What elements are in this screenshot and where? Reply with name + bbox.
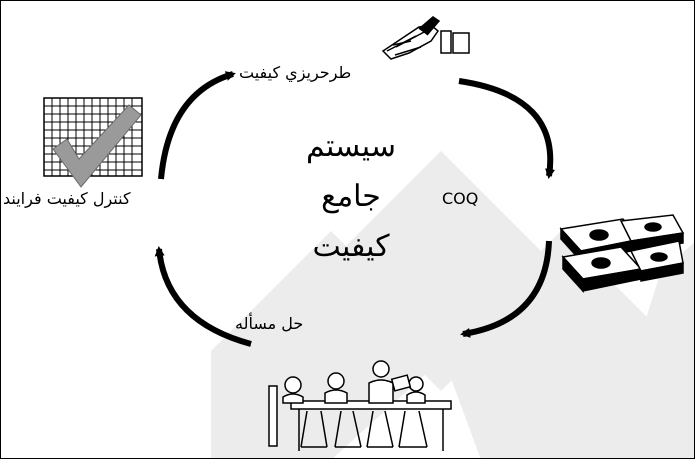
center-title-line1: سيستم xyxy=(306,129,396,164)
meeting-table-icon xyxy=(268,360,452,451)
cycle-arrows xyxy=(154,71,555,347)
arrow-control-to-planning xyxy=(158,71,236,180)
problem-solving-label: حل مسأله xyxy=(235,314,304,333)
arrow-problem-to-control xyxy=(154,246,252,347)
coq-label: COQ xyxy=(442,189,479,208)
arrow-coq-to-problem xyxy=(460,240,552,338)
writing-hand-icon xyxy=(381,16,470,60)
arrow-planning-to-coq xyxy=(458,78,555,179)
quality-planning-label: طرحريزي كيفيت xyxy=(239,63,352,82)
center-title-line2: جامع xyxy=(321,179,381,214)
money-stack-icon xyxy=(559,214,685,293)
process-quality-control-label: كنترل كيفيت فرايند xyxy=(3,189,131,208)
center-title-line3: كيفيت xyxy=(312,229,390,264)
checkmark-grid-icon xyxy=(43,97,143,188)
